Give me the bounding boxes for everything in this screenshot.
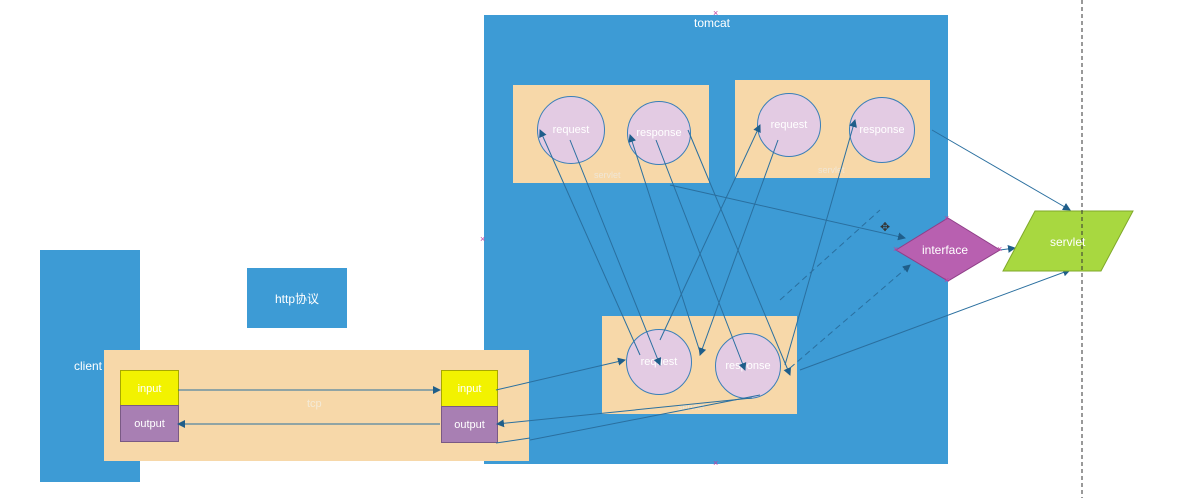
- output-label: output: [134, 417, 165, 430]
- servlet-label: servlet: [1050, 235, 1086, 249]
- response-circle-bottom: response: [715, 333, 781, 399]
- client-label: client: [74, 359, 103, 373]
- response-label: response: [859, 124, 905, 136]
- request-circle-top-right: request: [757, 93, 821, 157]
- selection-handle-icon: ×: [893, 244, 899, 254]
- http-protocol-box: http协议: [247, 268, 347, 328]
- request-label: request: [552, 124, 590, 136]
- interface-label: interface: [922, 243, 969, 257]
- cursor-move-icon: ✥: [880, 220, 891, 234]
- input-stream-client: input: [120, 370, 179, 407]
- tcp-label: tcp: [307, 398, 322, 410]
- request-circle-bottom: request: [626, 329, 692, 395]
- request-label: request: [770, 119, 808, 131]
- servlet-group-caption: servlet: [818, 165, 845, 175]
- output-stream-server: output: [441, 406, 498, 443]
- selection-handle-icon: ×: [713, 8, 719, 18]
- response-circle-top-left: response: [627, 101, 691, 165]
- input-stream-server: input: [441, 370, 498, 408]
- selection-handle-icon: ×: [997, 244, 1003, 254]
- selection-handle-icon: ×: [713, 458, 719, 468]
- request-label: request: [640, 356, 678, 368]
- selection-handle-icon: ×: [480, 234, 486, 244]
- selection-handle-icon: ×: [944, 213, 950, 223]
- input-label: input: [137, 382, 162, 395]
- response-label: response: [636, 127, 682, 139]
- response-label: response: [725, 360, 771, 372]
- servlet-group-caption: servlet: [594, 170, 621, 180]
- servlet-group-caption: servlet: [678, 402, 705, 412]
- output-stream-client: output: [120, 405, 179, 442]
- output-label: output: [454, 418, 485, 431]
- tomcat-title: tomcat: [694, 16, 731, 30]
- response-circle-top-right: response: [849, 97, 915, 163]
- http-protocol-label: http协议: [274, 291, 320, 306]
- request-circle-top-left: request: [537, 96, 605, 164]
- input-label: input: [457, 383, 482, 395]
- selection-handle-icon: ×: [944, 275, 950, 285]
